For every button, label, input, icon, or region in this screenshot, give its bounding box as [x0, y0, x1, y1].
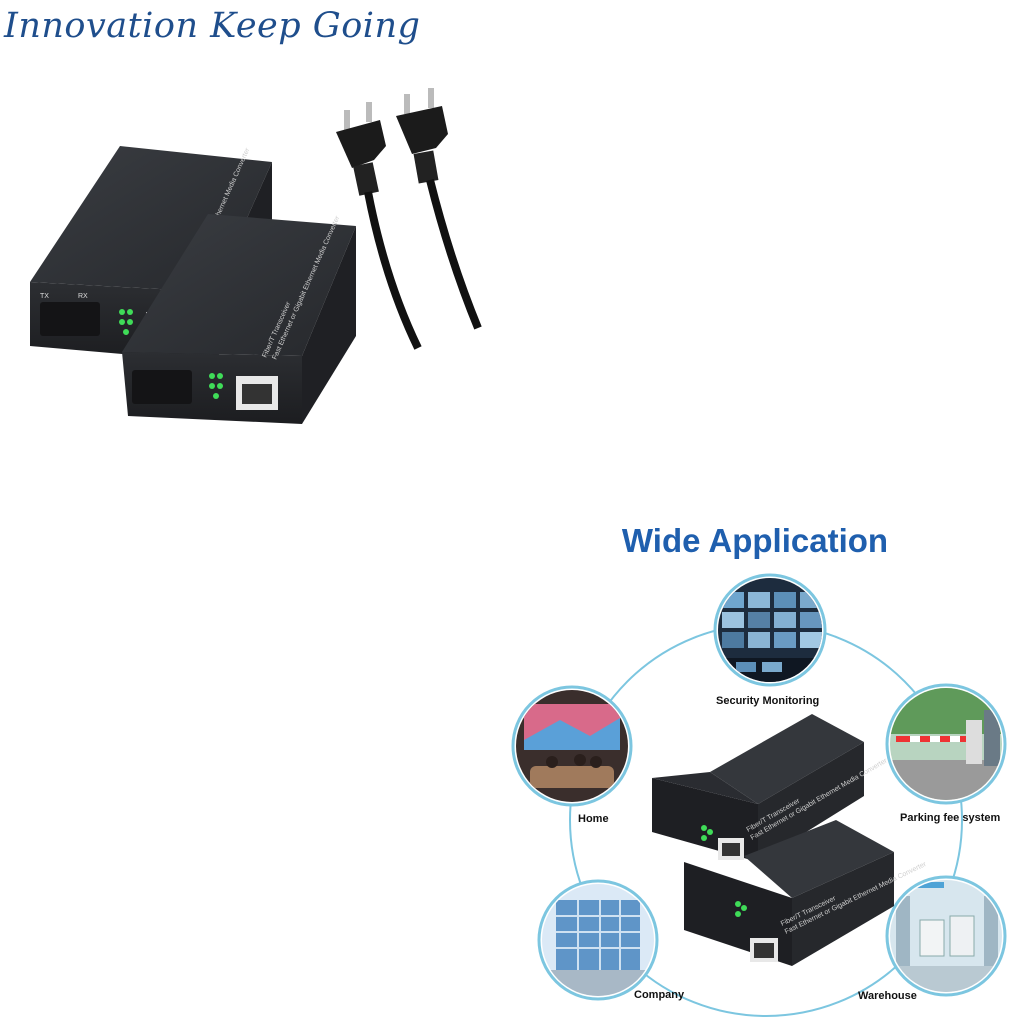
- office-building-icon: [537, 879, 659, 1001]
- home-theater-icon: [511, 685, 633, 807]
- power-cord-right: [396, 88, 482, 330]
- port-rx-label: RX: [78, 293, 88, 300]
- label-home: Home: [578, 813, 609, 825]
- parking-barrier-icon: [885, 683, 1007, 805]
- application-ring-graphic: Fiber/T Transceiver Fast Ethernet or Gig…: [511, 573, 1007, 1017]
- warehouse-icon: [885, 875, 1007, 997]
- label-company: Company: [634, 989, 685, 1001]
- brand-tagline: Innovation Keep Going: [4, 6, 421, 46]
- port-tx-label: TX: [40, 293, 49, 300]
- label-security-monitoring: Security Monitoring: [716, 695, 820, 707]
- application-diagram: Fiber/T Transceiver Fast Ethernet or Gig…: [500, 570, 1020, 1020]
- power-cord-left: [336, 102, 422, 350]
- media-converter-pair-image: TX RX Fiber/T Transceiver Fast Ethernet …: [30, 88, 482, 424]
- label-parking-fee-system: Parking fee system: [900, 812, 1001, 824]
- cctv-wall-icon: [713, 573, 827, 687]
- label-warehouse: Warehouse: [858, 990, 917, 1002]
- wide-application-title: Wide Application: [621, 522, 889, 559]
- media-converter-front: Fiber/T Transceiver Fast Ethernet or Gig…: [122, 214, 356, 424]
